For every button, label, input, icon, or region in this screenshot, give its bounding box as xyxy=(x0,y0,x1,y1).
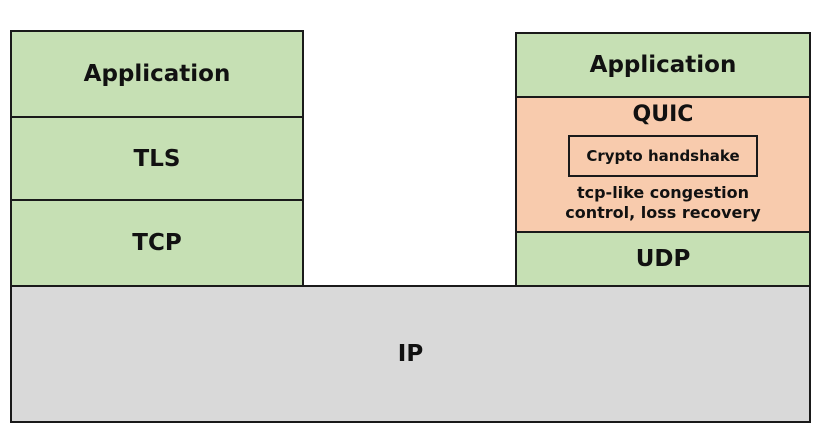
udp-layer: UDP xyxy=(515,231,811,287)
crypto-handshake-box: Crypto handshake xyxy=(568,135,758,177)
tls-label: TLS xyxy=(133,145,181,172)
quic-label: QUIC xyxy=(632,102,694,127)
tcp-layer: TCP xyxy=(10,199,304,287)
congestion-line-2: control, loss recovery xyxy=(565,203,761,222)
udp-label: UDP xyxy=(635,246,691,272)
tcp-label: TCP xyxy=(132,230,182,256)
ip-layer: IP xyxy=(10,285,811,423)
left-application-layer: Application xyxy=(10,30,304,118)
right-application-layer: Application xyxy=(515,32,811,98)
quic-layer: QUIC Crypto handshake tcp-like congestio… xyxy=(515,96,811,233)
tls-layer: TLS xyxy=(10,116,304,201)
left-application-label: Application xyxy=(83,61,231,87)
congestion-control-text: tcp-like congestion control, loss recove… xyxy=(565,183,760,223)
ip-label: IP xyxy=(397,341,424,367)
crypto-handshake-label: Crypto handshake xyxy=(586,147,740,165)
right-application-label: Application xyxy=(589,52,737,78)
congestion-line-1: tcp-like congestion xyxy=(576,183,750,202)
